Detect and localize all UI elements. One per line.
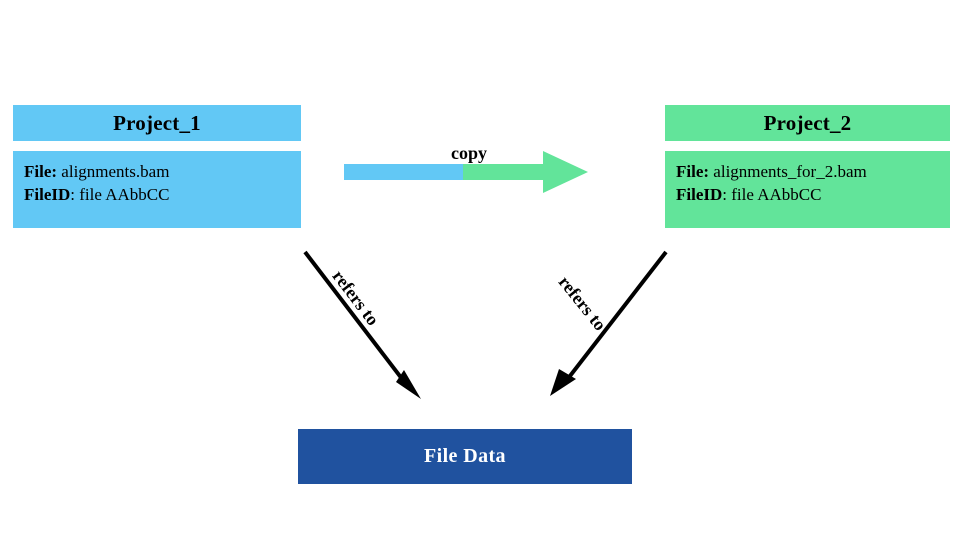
refers-right-edge-label: refers to xyxy=(554,271,611,335)
project1-file-value: alignments.bam xyxy=(61,162,170,181)
copy-edge-label: copy xyxy=(451,143,487,163)
project2-title: Project_2 xyxy=(763,110,852,135)
project2-fileid-separator: : xyxy=(722,185,728,205)
project1-fileid-value: file AAbbCC xyxy=(79,185,170,205)
project2-fileid-value: file AAbbCC xyxy=(731,185,822,205)
refers-left-edge-label: refers to xyxy=(328,266,384,330)
project1-body[interactable]: File: alignments.bam FileID: file AAbbCC xyxy=(13,151,301,228)
project2-fileid-row: FileID: file AAbbCC xyxy=(676,183,939,206)
project1-title: Project_1 xyxy=(113,110,201,135)
refers-right-arrow-line xyxy=(561,250,668,387)
project1-fileid-row: FileID: file AAbbCC xyxy=(24,183,290,206)
refers-left-arrow-line xyxy=(303,250,411,390)
refers-right-arrow-head xyxy=(550,369,576,396)
project1-file-key: File: xyxy=(24,162,58,181)
project2-file-row: File: alignments_for_2.bam xyxy=(676,160,939,183)
project1-fileid-separator: : xyxy=(70,185,76,205)
project2-file-key: File: xyxy=(676,162,710,181)
project2-body[interactable]: File: alignments_for_2.bam FileID: file … xyxy=(665,151,950,228)
copy-arrow-head xyxy=(543,151,588,193)
project1-header[interactable]: Project_1 xyxy=(13,105,301,141)
refers-left-arrow-head xyxy=(396,370,421,399)
project1-fileid-key: FileID xyxy=(24,185,71,205)
project2-header[interactable]: Project_2 xyxy=(665,105,950,141)
file-data-label: File Data xyxy=(424,445,506,467)
project2-fileid-key: FileID xyxy=(676,185,723,205)
project1-file-row: File: alignments.bam xyxy=(24,160,290,183)
copy-arrow-shaft-blue xyxy=(344,164,464,180)
project2-file-value: alignments_for_2.bam xyxy=(713,162,867,181)
file-data-node[interactable]: File Data xyxy=(298,429,632,484)
copy-arrow-shaft-green xyxy=(463,164,545,180)
